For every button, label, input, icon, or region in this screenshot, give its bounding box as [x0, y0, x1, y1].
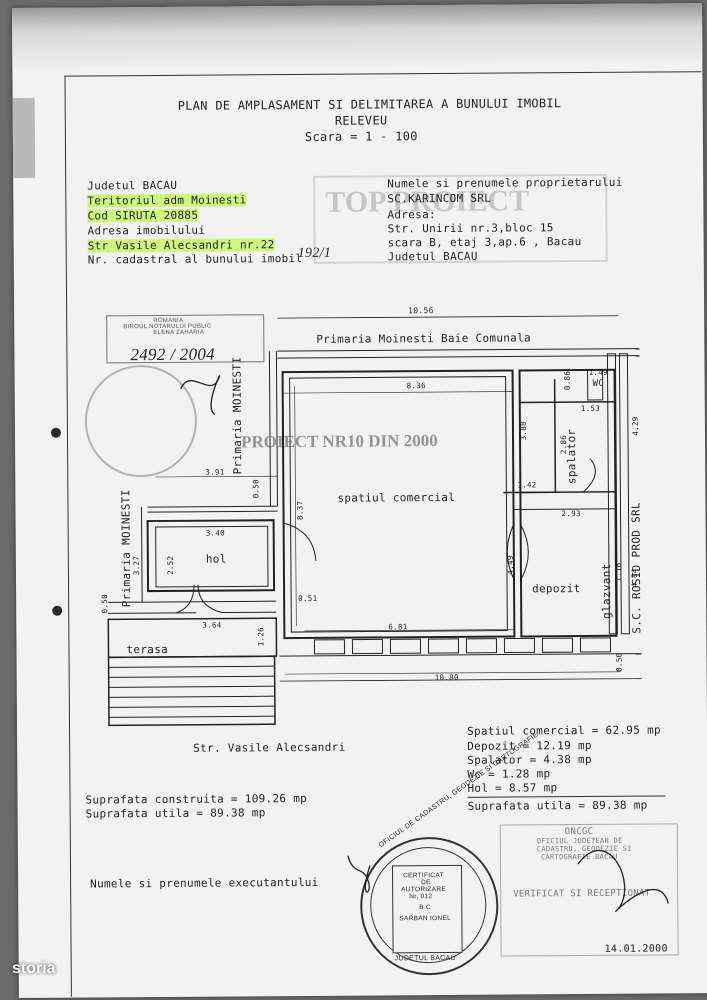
document-sheet: PLAN DE AMPLASAMENT SI DELIMITAREA A BUN…: [12, 3, 707, 998]
storia-watermark: storia: [12, 960, 56, 977]
signatures: [180, 375, 669, 912]
floor-plan: [107, 315, 642, 727]
